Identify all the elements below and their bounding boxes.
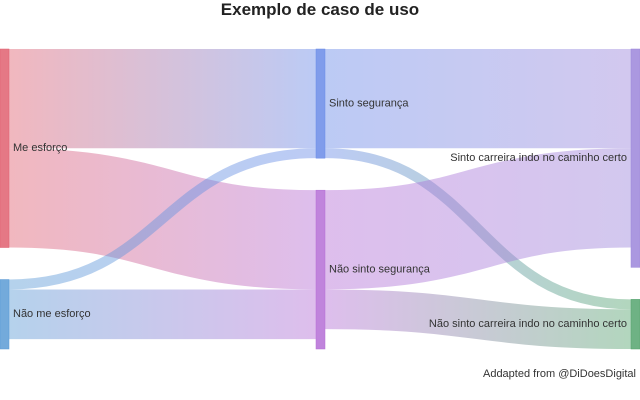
link-nao_sinto_seguranca-to-carreira_nao_certo[interactable] (324, 289, 632, 349)
page-title: Exemplo de caso de uso (220, 0, 420, 19)
node-label-nao_sinto_seguranca: Não sinto segurança (329, 263, 431, 275)
node-label-carreira_nao_certo: Não sinto carreira indo no caminho certo (429, 318, 627, 330)
node-carreira_certo[interactable] (630, 48, 640, 268)
link-nao_sinto_seguranca-to-carreira_certo[interactable] (324, 148, 632, 290)
node-sinto_seguranca[interactable] (315, 48, 326, 159)
node-label-me_esforco: Me esforço (13, 142, 67, 154)
nodes-layer (0, 48, 640, 350)
links-layer (8, 48, 632, 349)
node-label-sinto_seguranca: Sinto segurança (329, 97, 409, 109)
node-label-carreira_certo: Sinto carreira indo no caminho certo (450, 152, 627, 164)
node-me_esforco[interactable] (0, 48, 10, 248)
link-nao_me_esforco-to-sinto_seguranca[interactable] (8, 148, 317, 290)
source-caption: Addapted from @DiDoesDigital (482, 368, 636, 380)
node-carreira_nao_certo[interactable] (630, 299, 640, 350)
node-label-nao_me_esforco: Não me esforço (13, 308, 91, 320)
node-nao_me_esforco[interactable] (0, 279, 10, 350)
node-nao_sinto_seguranca[interactable] (315, 189, 326, 350)
